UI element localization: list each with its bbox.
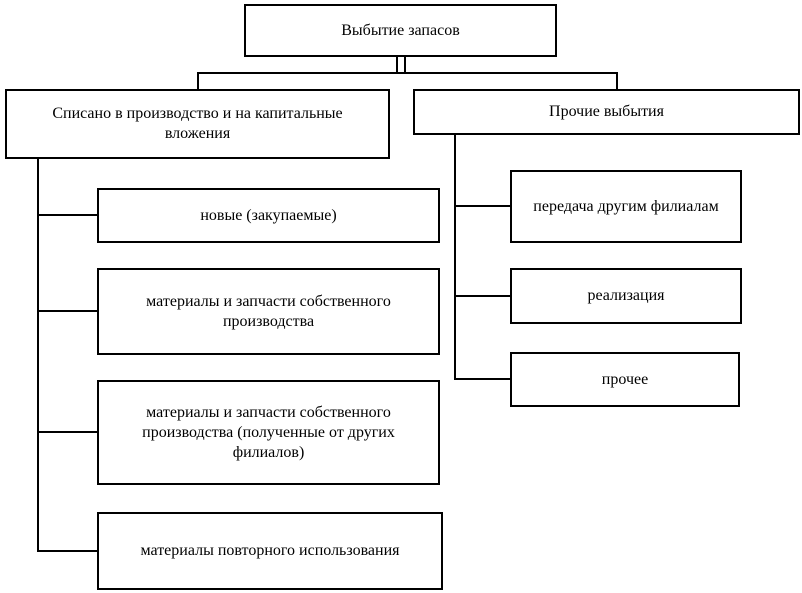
right-branch-spine-line	[454, 134, 456, 380]
left-child-stub-0	[37, 214, 97, 216]
root-stub-line-left	[396, 56, 398, 73]
right-child-stub-1	[454, 295, 510, 297]
node-right-child-realization: реализация	[510, 268, 742, 324]
root-stub-line-right	[404, 56, 406, 73]
left-branch-spine-line	[37, 158, 39, 552]
node-root: Выбытие запасов	[244, 4, 557, 57]
left-child-stub-1	[37, 310, 97, 312]
node-right-child-transfer-to-branches: передача другим филиалам	[510, 170, 742, 243]
node-right-child-other: прочее	[510, 352, 740, 407]
node-left-child-new-purchased: новые (закупаемые)	[97, 188, 440, 243]
branch-horizontal-connector	[197, 72, 618, 74]
right-child-stub-0	[454, 205, 510, 207]
right-child-stub-2	[454, 378, 510, 380]
node-left-child-own-production: материалы и запчасти собственного произв…	[97, 268, 440, 355]
left-branch-drop-line	[197, 72, 199, 90]
node-left-child-own-production-from-branches: материалы и запчасти собственного произв…	[97, 380, 440, 485]
left-child-stub-3	[37, 550, 97, 552]
left-child-stub-2	[37, 431, 97, 433]
node-left-child-reuse-materials: материалы повторного использования	[97, 512, 443, 590]
right-branch-drop-line	[616, 72, 618, 90]
node-right-branch: Прочие выбытия	[413, 89, 800, 135]
node-left-branch: Списано в производство и на капитальные …	[5, 89, 390, 159]
